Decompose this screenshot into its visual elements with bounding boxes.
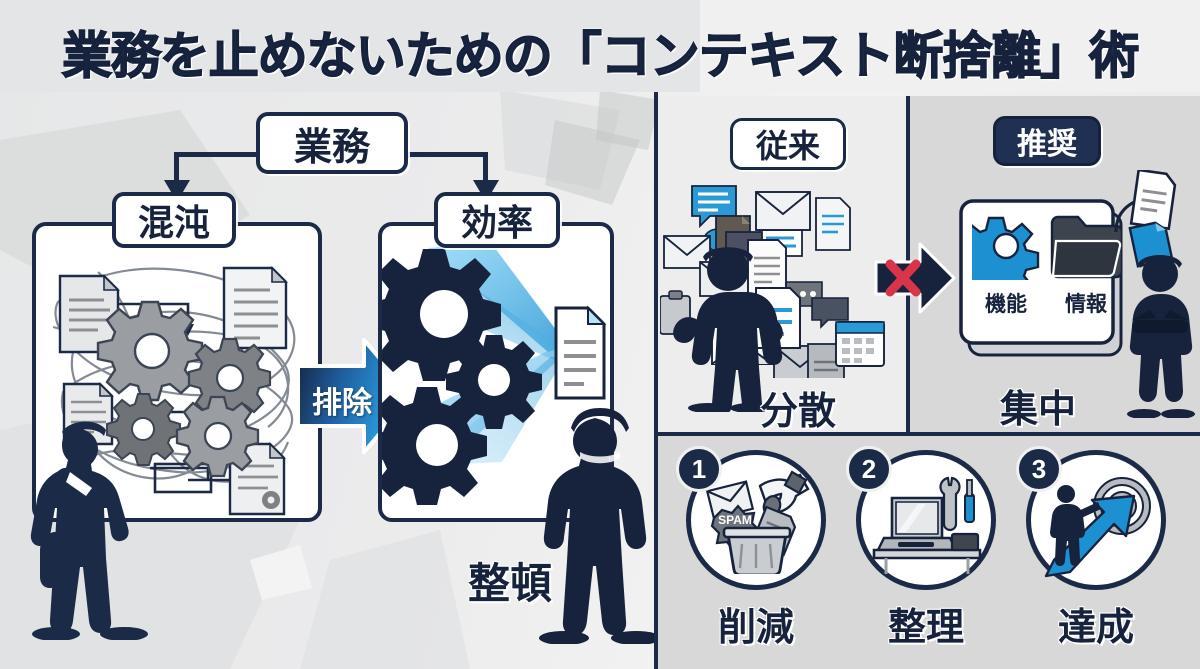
title-band bbox=[0, 0, 1200, 92]
after-caption: 集中 bbox=[1000, 389, 1077, 431]
calendar-icon bbox=[835, 321, 885, 367]
card-item-label-0: 機能 bbox=[985, 293, 1027, 316]
step-badge-2: 2 bbox=[846, 446, 892, 492]
svg-text:SPAM: SPAM bbox=[718, 513, 752, 527]
confident-person-silhouette bbox=[539, 408, 661, 644]
flow-node-root[interactable]: 業務 bbox=[256, 112, 408, 174]
gear-icon bbox=[96, 300, 204, 402]
column-divider bbox=[654, 92, 658, 669]
step-badge-3: 3 bbox=[1016, 446, 1062, 492]
step-item-3[interactable]: 3 達成 bbox=[1016, 446, 1176, 656]
flow-node-efficiency[interactable]: 効率 bbox=[434, 192, 560, 248]
title-band-left bbox=[0, 0, 700, 92]
cross-arrow-icon bbox=[874, 242, 956, 314]
step-label-1: 削減 bbox=[717, 607, 794, 649]
elimination-arrow-label: 排除 bbox=[312, 387, 372, 420]
before-badge[interactable]: 従来 bbox=[730, 118, 846, 170]
output-document-icon bbox=[554, 305, 607, 400]
step-label-2: 整理 bbox=[887, 607, 964, 649]
envelope-icon bbox=[755, 191, 811, 231]
doc bbox=[228, 442, 286, 516]
gear-icon bbox=[175, 395, 260, 478]
desk-tools-icon bbox=[872, 476, 982, 574]
connector-right-drop bbox=[483, 152, 488, 188]
trash-spam-icon: SPAM bbox=[705, 470, 810, 574]
step-label-3: 達成 bbox=[1057, 607, 1134, 649]
card-item-label-1: 情報 bbox=[1065, 293, 1107, 316]
overwhelmed-person-silhouette bbox=[673, 247, 783, 412]
gear-icon bbox=[187, 337, 272, 420]
step-item-1[interactable]: SPAM 1 削減 bbox=[676, 446, 836, 656]
flow-node-efficiency-label: 効率 bbox=[460, 202, 533, 243]
flow-node-chaos-label: 混沌 bbox=[137, 202, 210, 243]
before-caption: 分散 bbox=[760, 391, 837, 433]
focused-person-silhouette bbox=[1127, 255, 1195, 418]
before-badge-label: 従来 bbox=[755, 128, 820, 164]
doc bbox=[222, 266, 288, 350]
document-icon bbox=[807, 343, 845, 378]
document-icon bbox=[815, 197, 851, 251]
outcome-label: 整頓 bbox=[468, 560, 553, 607]
step-item-2[interactable]: 2 整理 bbox=[846, 446, 1006, 656]
target-arrow-icon bbox=[1044, 477, 1151, 578]
gear-icon bbox=[106, 393, 181, 466]
gear-icon bbox=[972, 216, 1040, 280]
flow-node-root-label: 業務 bbox=[293, 126, 370, 169]
page-title: 業務を止めないための「コンテキスト断捨離」術 bbox=[61, 27, 1140, 85]
step-badge-1: 1 bbox=[676, 446, 722, 492]
folder-icon bbox=[1050, 215, 1122, 279]
chaos-illustration bbox=[52, 266, 296, 516]
chat-bubble-icon bbox=[811, 297, 849, 329]
flow-node-chaos[interactable]: 混沌 bbox=[112, 192, 236, 248]
confused-person-silhouette bbox=[30, 421, 148, 640]
after-badge[interactable]: 推奨 bbox=[993, 116, 1101, 166]
right-column-divider bbox=[658, 432, 1200, 436]
document-icon bbox=[747, 239, 787, 297]
after-badge-label: 推奨 bbox=[1017, 128, 1077, 161]
title-band-right bbox=[700, 0, 1200, 92]
connector-arrowheads bbox=[164, 180, 499, 202]
efficiency-illustration bbox=[382, 244, 607, 505]
gear-icon bbox=[382, 387, 487, 505]
connector-left-drop bbox=[174, 152, 179, 188]
